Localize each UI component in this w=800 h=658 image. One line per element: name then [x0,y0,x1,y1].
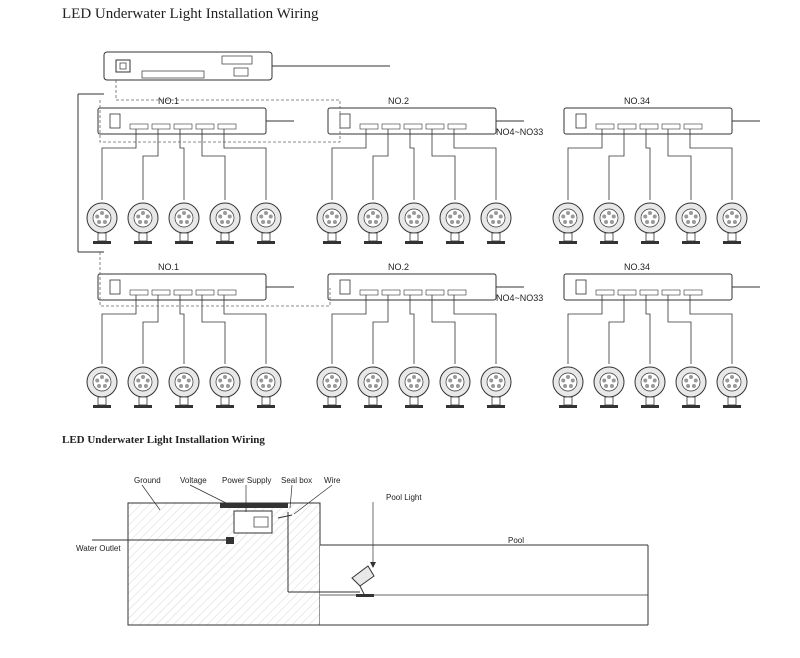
underwater-light-icon [168,366,200,408]
wire-label: Wire [324,476,341,485]
voltage-label: Voltage [180,476,207,485]
signal-line [99,80,341,143]
pool-label: Pool [508,536,524,545]
controller-unit: NO.1 [86,96,294,244]
underwater-light-icon [86,202,118,244]
underwater-light-icon [716,366,748,408]
underwater-light-icon [634,202,666,244]
signal-line [99,252,331,307]
underwater-light-icon [316,366,348,408]
pool-light-icon [351,565,375,597]
controller-label: NO.2 [388,96,409,106]
underwater-light-icon [634,366,666,408]
seal-box-label: Seal box [281,476,312,485]
pool-light-label: Pool Light [386,493,422,502]
underwater-light-icon [209,202,241,244]
ground-label: Ground [134,476,161,485]
underwater-light-icon [357,366,389,408]
controller-unit: NO.34 [552,96,760,244]
underwater-light-icon [316,202,348,244]
master-controller [77,51,390,253]
underwater-light-icon [398,202,430,244]
underwater-light-icon [209,366,241,408]
underwater-light-icon [675,366,707,408]
underwater-light-icon [168,202,200,244]
underwater-light-icon [439,202,471,244]
underwater-light-icon [716,202,748,244]
installation-diagram: Ground Voltage Power Supply Seal box Wir… [76,476,649,626]
underwater-light-icon [552,202,584,244]
page-title: LED Underwater Light Installation Wiring [62,6,319,22]
underwater-light-icon [439,366,471,408]
controller-unit: NO.1 [86,262,294,408]
underwater-light-icon [593,366,625,408]
controller-label: NO.2 [388,262,409,272]
underwater-light-icon [480,202,512,244]
range-label: NO4~NO33 [496,293,543,303]
underwater-light-icon [127,366,159,408]
underwater-light-icon [250,202,282,244]
underwater-light-icon [357,202,389,244]
range-label: NO4~NO33 [496,127,543,137]
water-outlet-label: Water Outlet [76,544,121,553]
controller-label: NO.1 [158,96,179,106]
underwater-light-icon [86,366,118,408]
underwater-light-icon [675,202,707,244]
underwater-light-icon [593,202,625,244]
underwater-light-icon [480,366,512,408]
underwater-light-icon [127,202,159,244]
power-supply-label: Power Supply [222,476,271,485]
underwater-light-icon [250,366,282,408]
section-title: LED Underwater Light Installation Wiring [62,434,265,446]
controller-unit: NO.34 [552,262,760,408]
controller-label: NO.34 [624,96,650,106]
underwater-light-icon [398,366,430,408]
controller-label: NO.1 [158,262,179,272]
underwater-light-icon [552,366,584,408]
controller-label: NO.34 [624,262,650,272]
